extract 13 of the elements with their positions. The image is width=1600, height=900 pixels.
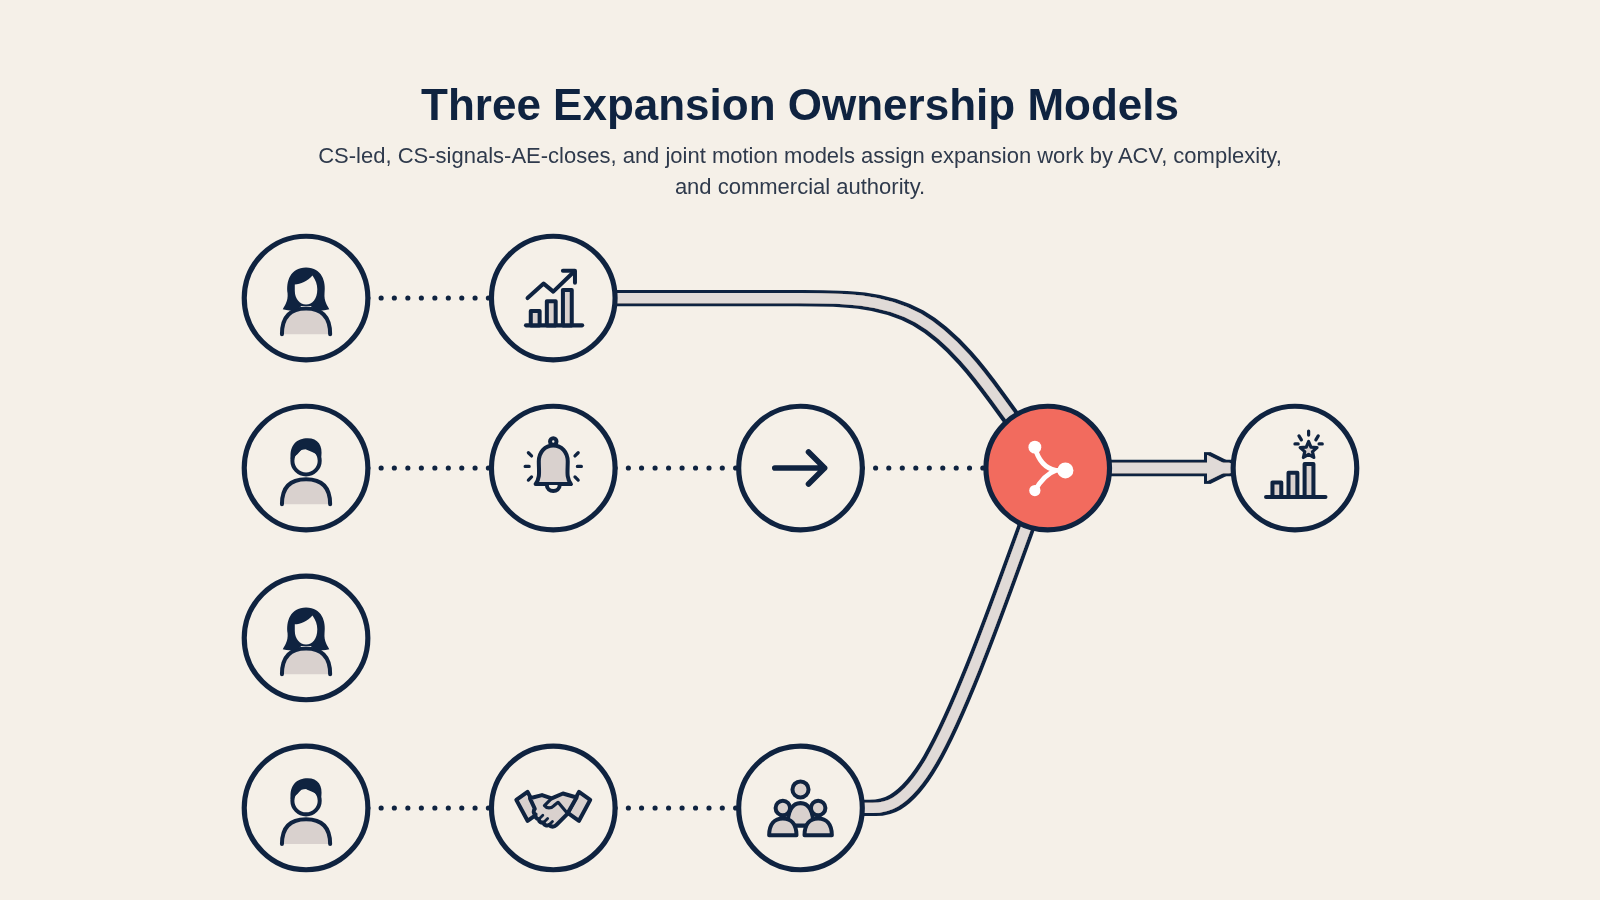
diagram-title: Three Expansion Ownership Models (421, 79, 1179, 131)
node-circle (241, 233, 370, 363)
node-circle (488, 403, 618, 533)
node-circle (735, 403, 865, 533)
node-circle (982, 403, 1112, 533)
node-circle (241, 743, 370, 873)
node-circle (1230, 403, 1359, 533)
node-circle (241, 403, 370, 533)
node-circle (488, 743, 618, 873)
node-circle (735, 743, 865, 873)
node-circle (488, 233, 618, 363)
node-circle (241, 573, 370, 703)
diagram-subtitle: CS-led, CS-signals-AE-closes, and joint motion models assign expansion work by ACV, complexity, and commercial authority. (317, 142, 1283, 201)
